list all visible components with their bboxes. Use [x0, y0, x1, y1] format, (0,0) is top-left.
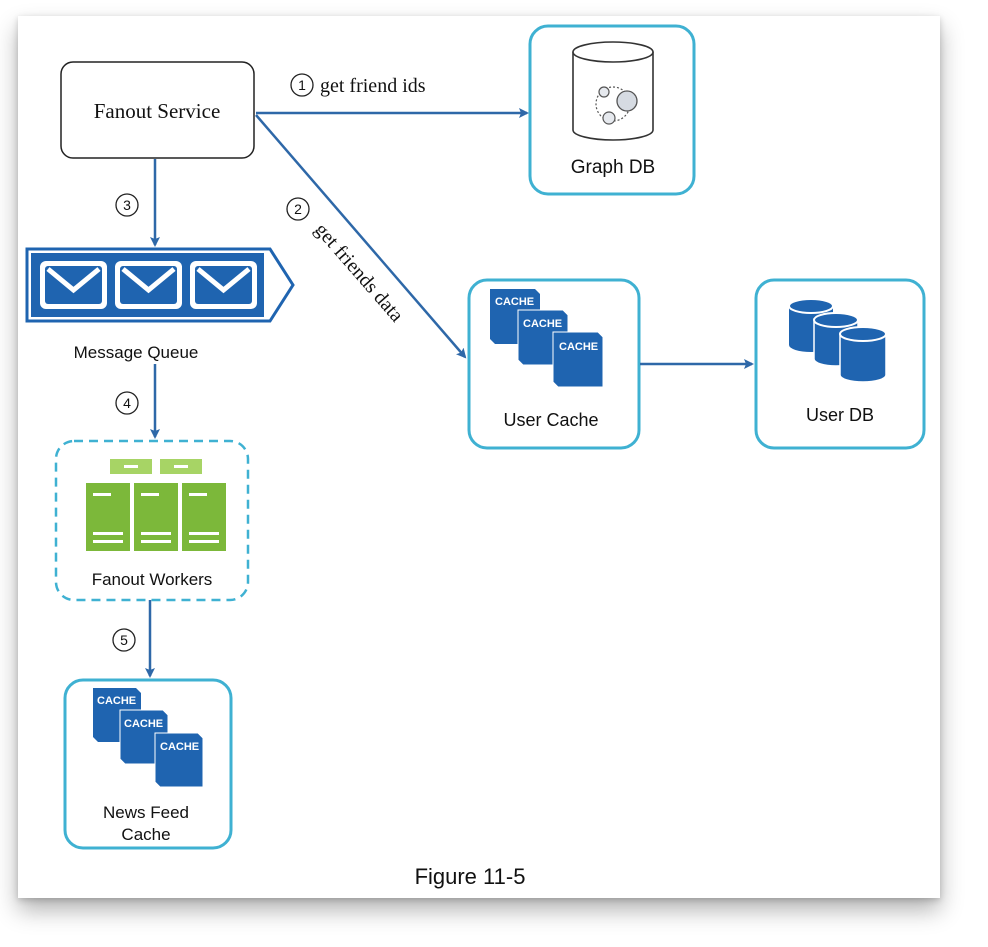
cache-stack-icon: CACHE CACHE CACHE [490, 289, 604, 388]
database-stack-icon [788, 298, 887, 383]
fanout-workers-node: Fanout Workers [54, 439, 250, 602]
cache-chip-label: CACHE [124, 718, 163, 730]
step-1-badge [290, 73, 314, 97]
step-1-number: 1 [298, 77, 306, 93]
news-feed-cache-node: CACHE CACHE CACHE News Feed Cache [63, 678, 233, 850]
server-workers-icon [86, 459, 226, 551]
cache-chip-label: CACHE [160, 741, 199, 753]
fanout-service-node: Fanout Service [60, 61, 255, 159]
edge-to-news-feed-cache: 5 [112, 600, 155, 678]
user-db-label: User DB [806, 405, 874, 425]
edge-to-message-queue: 3 [115, 159, 160, 247]
fanout-workers-label: Fanout Workers [92, 570, 213, 589]
cache-chip-label: CACHE [523, 318, 562, 330]
message-queue-label: Message Queue [74, 343, 199, 362]
graph-db-node: Graph DB [528, 24, 696, 196]
graph-database-icon [572, 41, 654, 141]
edge-get-friends-data: 2 get friends data [255, 114, 467, 359]
step-5-number: 5 [120, 632, 128, 648]
news-feed-cache-label-line2: Cache [121, 825, 170, 844]
step-2-badge [286, 197, 310, 221]
step-3-number: 3 [123, 197, 131, 213]
step-4-badge [115, 391, 139, 415]
cache-stack-icon: CACHE CACHE CACHE [93, 688, 204, 788]
graph-db-label: Graph DB [571, 157, 655, 178]
message-queue-envelopes-icon [25, 247, 295, 323]
news-feed-cache-label-line1: News Feed [103, 803, 189, 822]
step-4-number: 4 [123, 395, 131, 411]
cache-chip-label: CACHE [495, 296, 534, 308]
figure-caption: Figure 11-5 [415, 864, 526, 889]
step-1-label: get friend ids [320, 75, 426, 97]
edge-to-fanout-workers: 4 [115, 364, 160, 439]
step-3-badge [115, 193, 139, 217]
cache-chip-label: CACHE [559, 341, 598, 353]
message-queue-node: Message Queue [25, 247, 295, 362]
step-2-number: 2 [294, 201, 302, 217]
user-cache-label: User Cache [503, 410, 598, 430]
user-db-node: User DB [754, 278, 926, 450]
user-cache-node: CACHE CACHE CACHE User Cache [467, 278, 641, 450]
edge-get-friend-ids: 1 get friend ids [256, 73, 529, 118]
cache-chip-label: CACHE [97, 695, 136, 707]
fanout-service-label: Fanout Service [94, 99, 221, 123]
step-5-badge [112, 628, 136, 652]
